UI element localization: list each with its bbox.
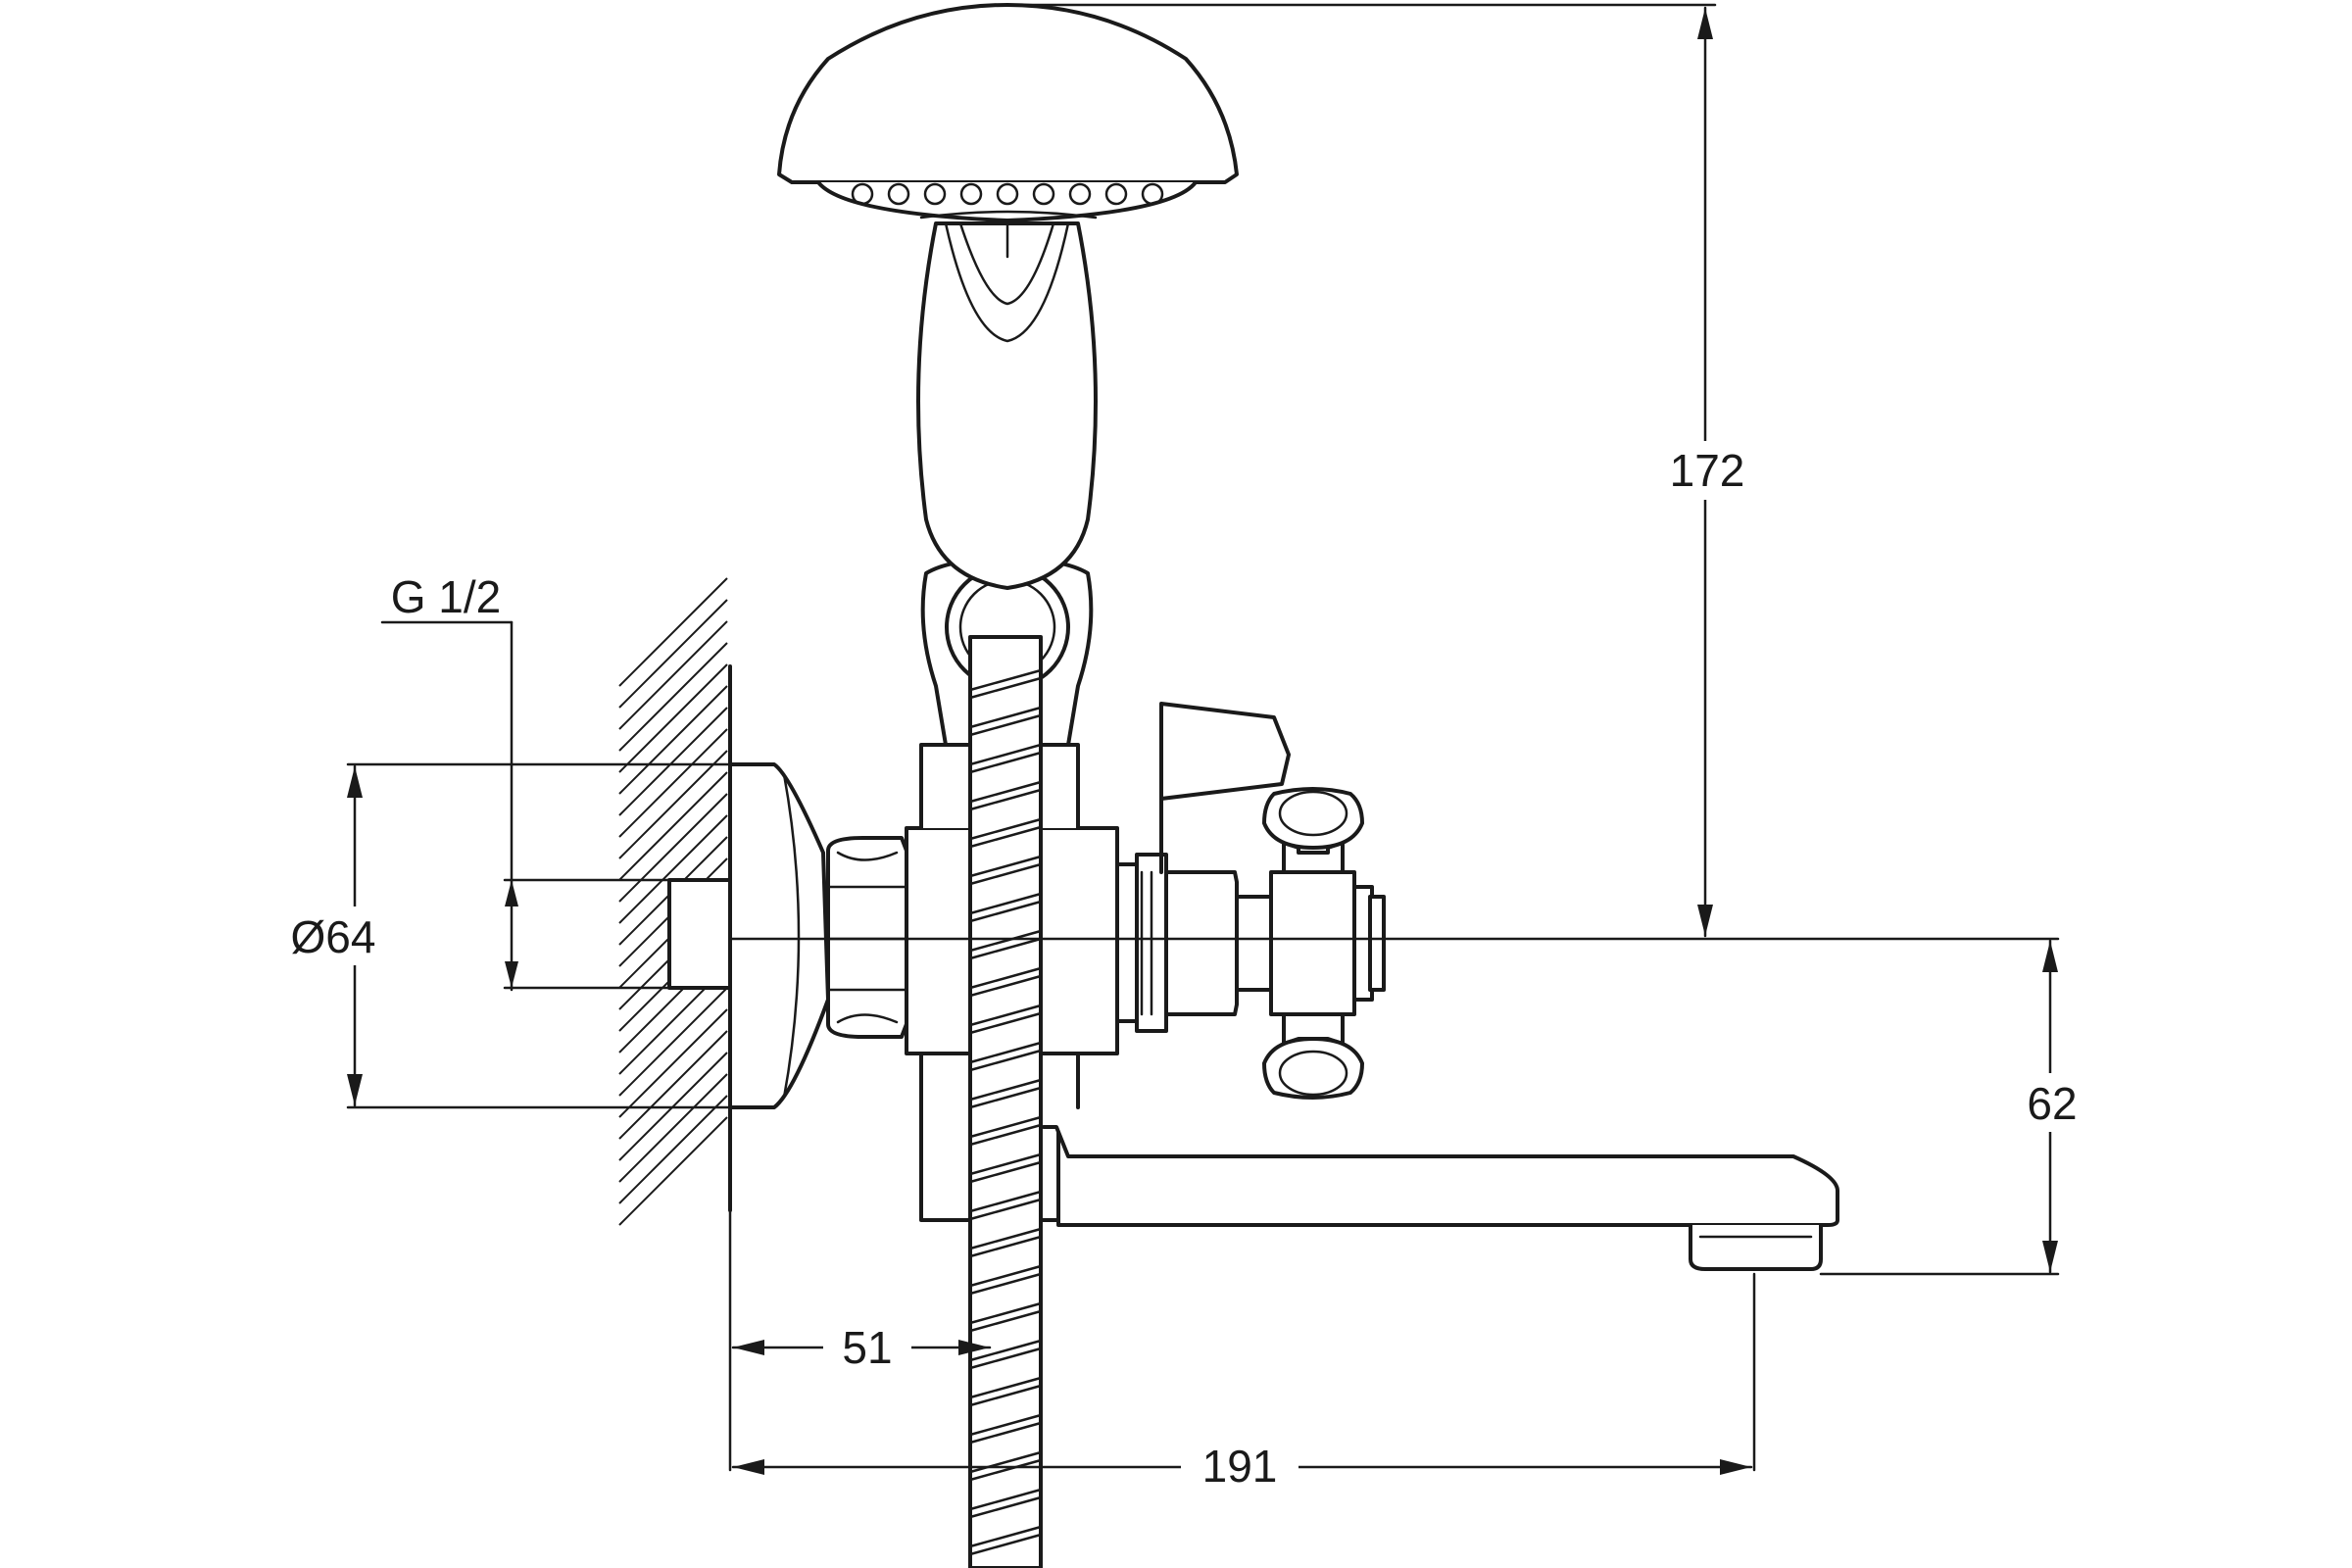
cross-handle — [1262, 787, 1386, 1100]
dimension-spout-reach-label: 191 — [1202, 1441, 1278, 1492]
dimension-flange-diameter: Ø64 — [279, 764, 397, 1107]
dimension-spout-height-label: 62 — [2027, 1078, 2077, 1129]
bath-spout — [1042, 1125, 1839, 1271]
dimension-wall-to-body-label: 51 — [842, 1322, 892, 1373]
wall-flange — [667, 762, 830, 1109]
dimension-flange-diameter-label: Ø64 — [291, 911, 376, 962]
dimension-thread-label: G 1/2 — [391, 571, 502, 622]
hand-shower — [777, 3, 1239, 590]
dimension-spout-reach: 191 — [731, 1436, 1753, 1494]
shower-hose — [968, 635, 1043, 1568]
dimension-height-label: 172 — [1670, 445, 1745, 496]
dimension-thread: G 1/2 — [380, 571, 518, 992]
mixer-body — [905, 702, 1291, 1222]
hex-nut — [826, 836, 908, 1039]
dimension-wall-to-body: 51 — [731, 1318, 992, 1377]
dimension-spout-height: 62 — [2009, 939, 2097, 1274]
dimension-height: 172 — [1656, 6, 1754, 938]
extension-lines — [346, 3, 2060, 1472]
